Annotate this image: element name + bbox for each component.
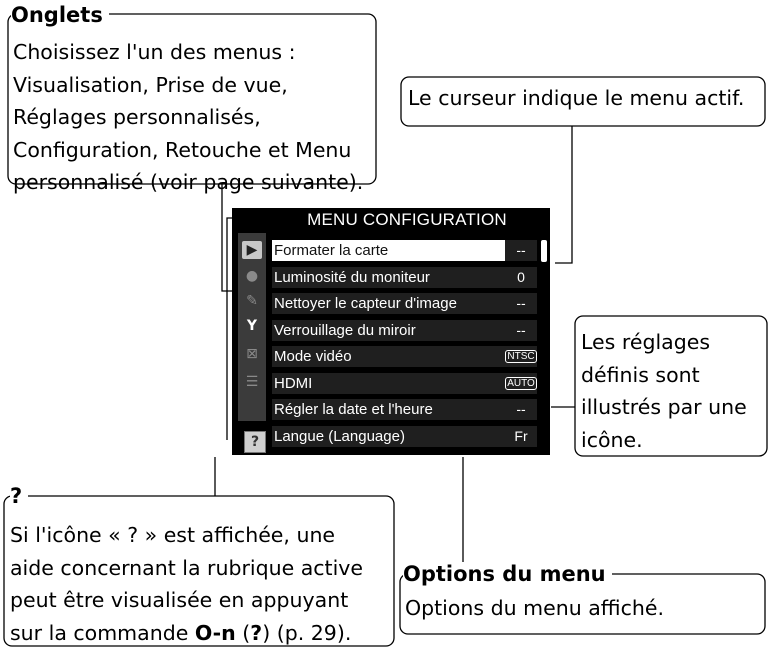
menu-item-value: -- bbox=[505, 319, 537, 341]
menu-item[interactable]: Nettoyer le capteur d'image bbox=[272, 293, 536, 314]
help-line: sur la commande O-n (?) (p. 29). bbox=[10, 617, 363, 650]
help-question-mark: ? bbox=[250, 620, 263, 645]
menu-item-value: -- bbox=[505, 293, 537, 314]
reglages-description: Les réglages définis sont illustrés par … bbox=[581, 326, 747, 456]
menu-item-value: -- bbox=[505, 399, 537, 420]
menu-title: MENU CONFIGURATION bbox=[307, 210, 507, 229]
menu-item[interactable]: Langue (Language) bbox=[272, 425, 536, 447]
my-menu-tab-icon[interactable]: ☰ bbox=[245, 374, 259, 390]
help-button[interactable]: ? bbox=[244, 431, 266, 453]
camera-lcd-screen: MENU CONFIGURATION ▶ ● ✎ Y ⊠ ☰ ? Formate… bbox=[232, 208, 550, 455]
onglets-line: Configuration, Retouche et Menu bbox=[13, 137, 352, 162]
help-line: Si l'icône « ? » est affichée, une bbox=[10, 523, 336, 547]
menu-item-label: Formater la carte bbox=[274, 242, 389, 259]
value-badge-icon: NTSC bbox=[505, 350, 537, 363]
protect-key-icon: O-n bbox=[194, 620, 236, 645]
menu-item[interactable]: HDMI bbox=[272, 372, 536, 394]
menu-item[interactable]: Régler la date et l'heure bbox=[272, 399, 536, 420]
menu-item-label: Mode vidéo bbox=[274, 348, 352, 365]
reglages-line: illustrés par une bbox=[581, 395, 747, 419]
menu-item[interactable]: Formater la carte bbox=[272, 240, 536, 261]
help-line: aide concernant la rubrique active bbox=[10, 555, 364, 580]
menu-item-label: Régler la date et l'heure bbox=[274, 401, 433, 418]
menu-item[interactable]: Luminosité du moniteur bbox=[272, 266, 536, 288]
help-description: Si l'icône « ? » est affichée, une aide … bbox=[10, 519, 363, 649]
onglets-line: Réglages personnalisés, bbox=[13, 105, 261, 129]
play-tab-icon[interactable]: ▶ bbox=[242, 241, 262, 259]
help-line-open: ( bbox=[235, 620, 251, 645]
help-line-prefix: sur la commande bbox=[10, 620, 195, 645]
options-title: Options du menu bbox=[403, 562, 612, 586]
menu-item-value: Fr bbox=[505, 425, 537, 447]
menu-item-value: AUTO bbox=[505, 372, 537, 394]
help-line: peut être visualisée en appuyant bbox=[10, 588, 349, 612]
reglages-line: Les réglages bbox=[581, 330, 711, 354]
menu-item-label: Verrouillage du miroir bbox=[274, 321, 416, 339]
value-badge-icon: AUTO bbox=[505, 376, 537, 390]
menu-item-value: -- bbox=[505, 240, 537, 261]
onglets-line: Choisissez l'un des menus : bbox=[13, 40, 296, 64]
scrollbar-thumb[interactable] bbox=[541, 240, 547, 262]
reglages-line: icône. bbox=[581, 427, 643, 452]
setup-tab-icon[interactable]: Y bbox=[246, 318, 258, 334]
onglets-description: Choisissez l'un des menus : Visualisatio… bbox=[13, 36, 363, 199]
menu-item[interactable]: Verrouillage du miroir bbox=[272, 319, 536, 341]
onglets-title: Onglets bbox=[11, 3, 109, 27]
onglets-line: Visualisation, Prise de vue, bbox=[13, 72, 288, 97]
menu-item-label: Nettoyer le capteur d'image bbox=[274, 295, 457, 312]
menu-item-label: Langue (Language) bbox=[274, 427, 405, 445]
onglets-line: personnalisé (voir page suivante). bbox=[13, 170, 364, 194]
retouch-tab-icon[interactable]: ⊠ bbox=[246, 346, 258, 362]
scrollbar[interactable] bbox=[540, 240, 548, 454]
reglages-line: définis sont bbox=[581, 362, 700, 387]
help-title: ? bbox=[10, 484, 29, 508]
shoot-tab-icon[interactable]: ● bbox=[245, 268, 259, 284]
menu-item-value: NTSC bbox=[505, 346, 537, 367]
menu-item-label: HDMI bbox=[274, 374, 313, 392]
menu-item-label: Luminosité du moniteur bbox=[274, 268, 430, 286]
help-line-suffix: ) (p. 29). bbox=[262, 620, 352, 645]
menu-item[interactable]: Mode vidéo bbox=[272, 346, 536, 367]
cursor-description: Le curseur indique le menu actif. bbox=[408, 86, 745, 110]
options-description: Options du menu affiché. bbox=[405, 596, 664, 620]
custom-tab-icon[interactable]: ✎ bbox=[246, 293, 258, 309]
menu-item-value: 0 bbox=[505, 266, 537, 288]
menu-tabs: ▶ ● ✎ Y ⊠ ☰ bbox=[238, 233, 266, 421]
